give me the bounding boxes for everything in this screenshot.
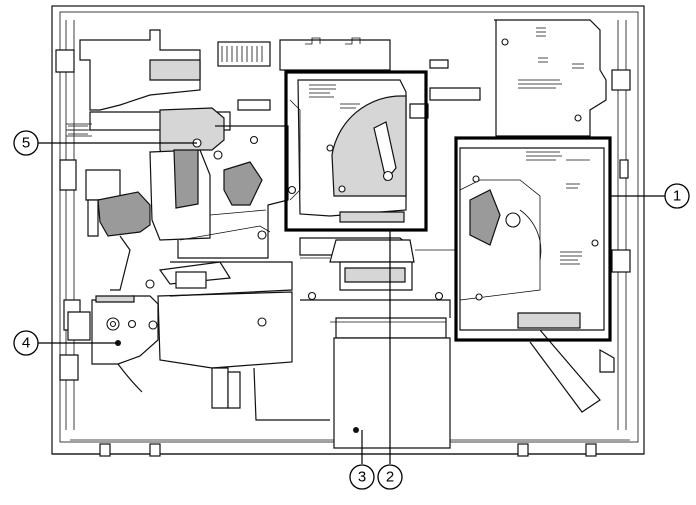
callout-2-label: 2: [386, 469, 394, 486]
leader-lines: [38, 142, 665, 464]
label-stripes: [68, 27, 590, 265]
callout-3-label: 3: [358, 469, 366, 486]
callout-4-label: 4: [22, 335, 30, 352]
upper-center-unit: [279, 37, 429, 223]
bottom-tray: [300, 291, 451, 449]
right-unit: [459, 147, 605, 413]
right-side-rail: [599, 20, 631, 430]
drawer-handle: [300, 87, 481, 291]
lower-center-block: [145, 185, 330, 421]
fixing-unit: [87, 107, 263, 291]
highlight-box-1: [454, 136, 612, 342]
callout-5-label: 5: [22, 135, 30, 152]
callout-3: 3: [349, 464, 375, 490]
callout-5: 5: [13, 130, 39, 156]
highlight-box-2: [284, 70, 428, 232]
callout-2: 2: [377, 464, 403, 490]
callout-1: 1: [664, 183, 690, 209]
upper-right-unit: [429, 19, 607, 137]
lower-left-assembly: [67, 295, 159, 393]
callout-1-label: 1: [673, 188, 681, 205]
callout-4: 4: [13, 330, 39, 356]
